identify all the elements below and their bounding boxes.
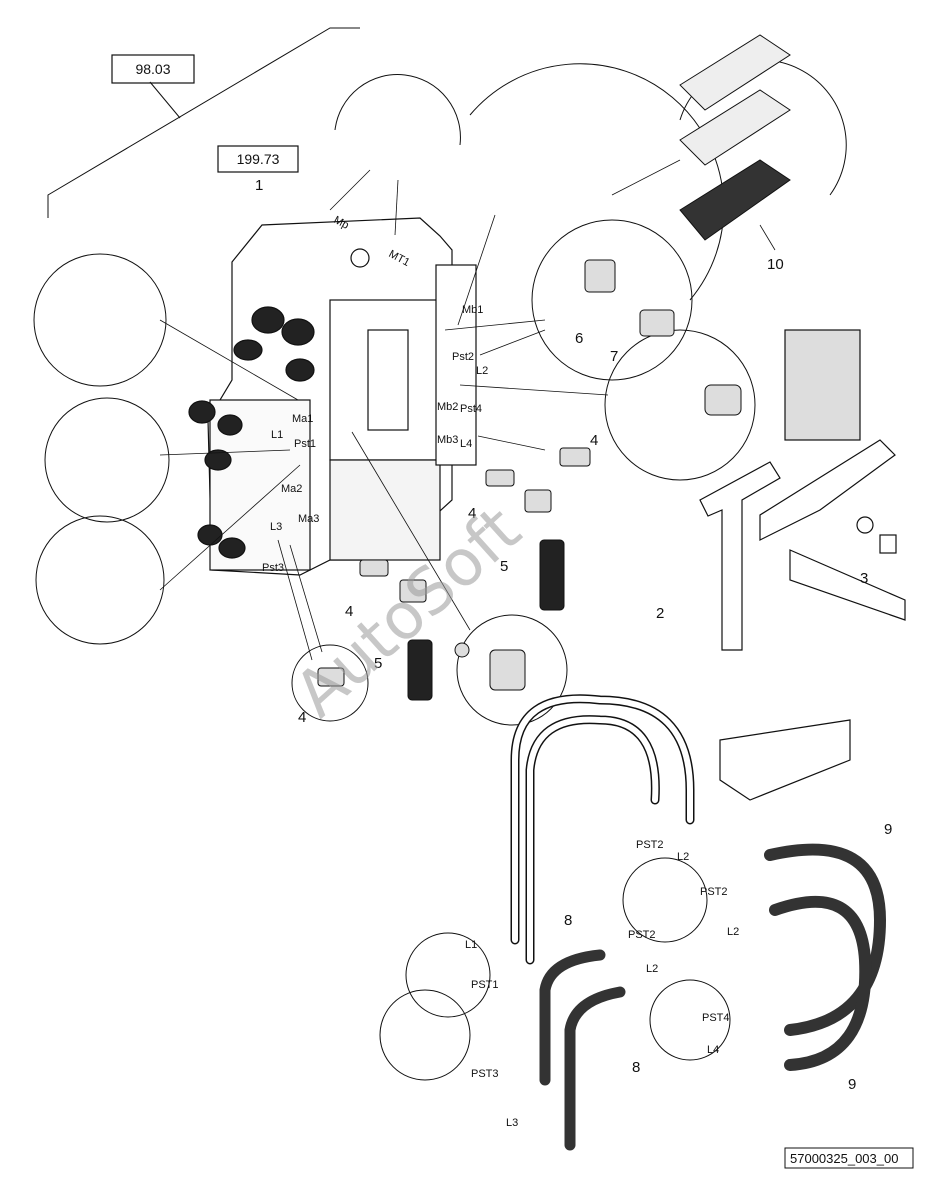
hoses — [510, 694, 887, 1151]
port-label: L3 — [270, 521, 282, 533]
svg-text:98.03: 98.03 — [135, 61, 170, 77]
hose-label: L2 — [646, 963, 658, 975]
port-label: Pst4 — [460, 403, 482, 415]
callout-9: 9 — [848, 1076, 856, 1093]
callout-10: 10 — [767, 256, 784, 273]
callout-numbers: 1 2 3 4 4 4 4 5 5 6 7 8 8 9 9 10 — [255, 177, 892, 1093]
port-label: Mb2 — [437, 401, 458, 413]
callout-2: 2 — [656, 605, 664, 622]
callout-4: 4 — [468, 505, 476, 522]
hose-label: L1 — [465, 939, 477, 951]
port-label: L1 — [271, 429, 283, 441]
callout-8: 8 — [564, 912, 572, 929]
port-label: L2 — [476, 365, 488, 377]
callout-4: 4 — [345, 603, 353, 620]
callout-5: 5 — [500, 558, 508, 575]
hose-label: PST1 — [471, 979, 499, 991]
callout-9: 9 — [884, 821, 892, 838]
hose-label: PST2 — [636, 839, 664, 851]
port-label: Pst3 — [262, 562, 284, 574]
drawing-code-box: 57000325_003_00 — [784, 1147, 914, 1169]
port-label: Mb3 — [437, 434, 458, 446]
control-valve-block — [207, 217, 477, 576]
callout-8: 8 — [632, 1059, 640, 1076]
hose-label: PST2 — [700, 886, 728, 898]
callout-4: 4 — [298, 709, 306, 726]
callout-6: 6 — [575, 330, 583, 347]
hose-label: L3 — [506, 1117, 518, 1129]
port-label: Mb1 — [462, 304, 483, 316]
rail-profiles — [679, 34, 791, 241]
port-label: L4 — [460, 438, 472, 450]
svg-text:199.73: 199.73 — [237, 151, 280, 167]
hose-label: PST3 — [471, 1068, 499, 1080]
assembly-boundary-line — [47, 27, 360, 218]
callout-4: 4 — [590, 432, 598, 449]
hose-labels: PST2 L2 PST2 PST2 L2 L2 L1 PST1 PST3 L3 … — [465, 839, 739, 1129]
port-label: Pst2 — [452, 351, 474, 363]
hose-label: PST4 — [702, 1012, 730, 1024]
leader-lines — [159, 159, 776, 661]
reference-199-73: 199.73 — [217, 145, 299, 173]
port-label: Ma2 — [281, 483, 302, 495]
valve-handles — [188, 306, 315, 559]
hose-label: L2 — [677, 851, 689, 863]
hose-label: PST2 — [628, 929, 656, 941]
mounting-bracket — [699, 329, 906, 801]
hose-label: L4 — [707, 1044, 719, 1056]
callout-1: 1 — [255, 177, 263, 194]
port-label: Pst1 — [294, 438, 316, 450]
reference-98-03: 98.03 — [111, 54, 195, 84]
callout-7: 7 — [610, 348, 618, 365]
fittings — [317, 259, 742, 701]
drawing-code: 57000325_003_00 — [790, 1151, 898, 1166]
port-label: Ma1 — [292, 413, 313, 425]
hose-label: L2 — [727, 926, 739, 938]
port-label: Ma3 — [298, 513, 319, 525]
callout-5: 5 — [374, 655, 382, 672]
callout-3: 3 — [860, 570, 868, 587]
